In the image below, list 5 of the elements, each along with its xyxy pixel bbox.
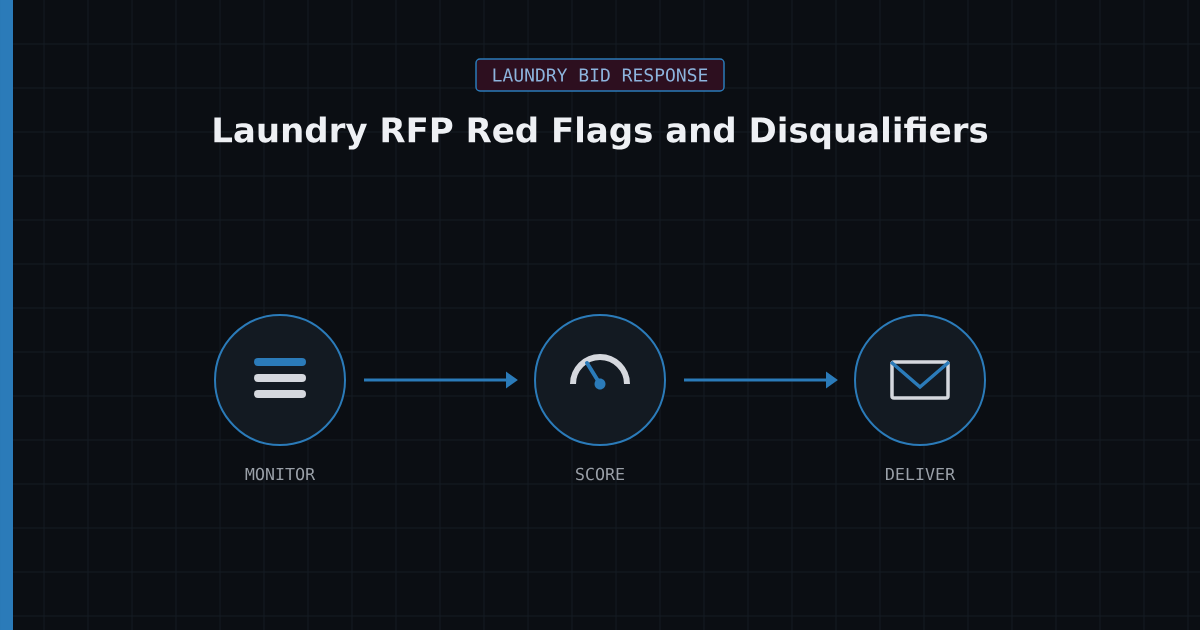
badge: LAUNDRY BID RESPONSE: [475, 58, 725, 92]
step-label: SCORE: [576, 467, 624, 481]
step-label: MONITOR: [245, 467, 316, 481]
step-label: DELIVER: [886, 467, 956, 481]
title: Laundry RFP Red Flags and Disqualifiers: [214, 116, 988, 150]
